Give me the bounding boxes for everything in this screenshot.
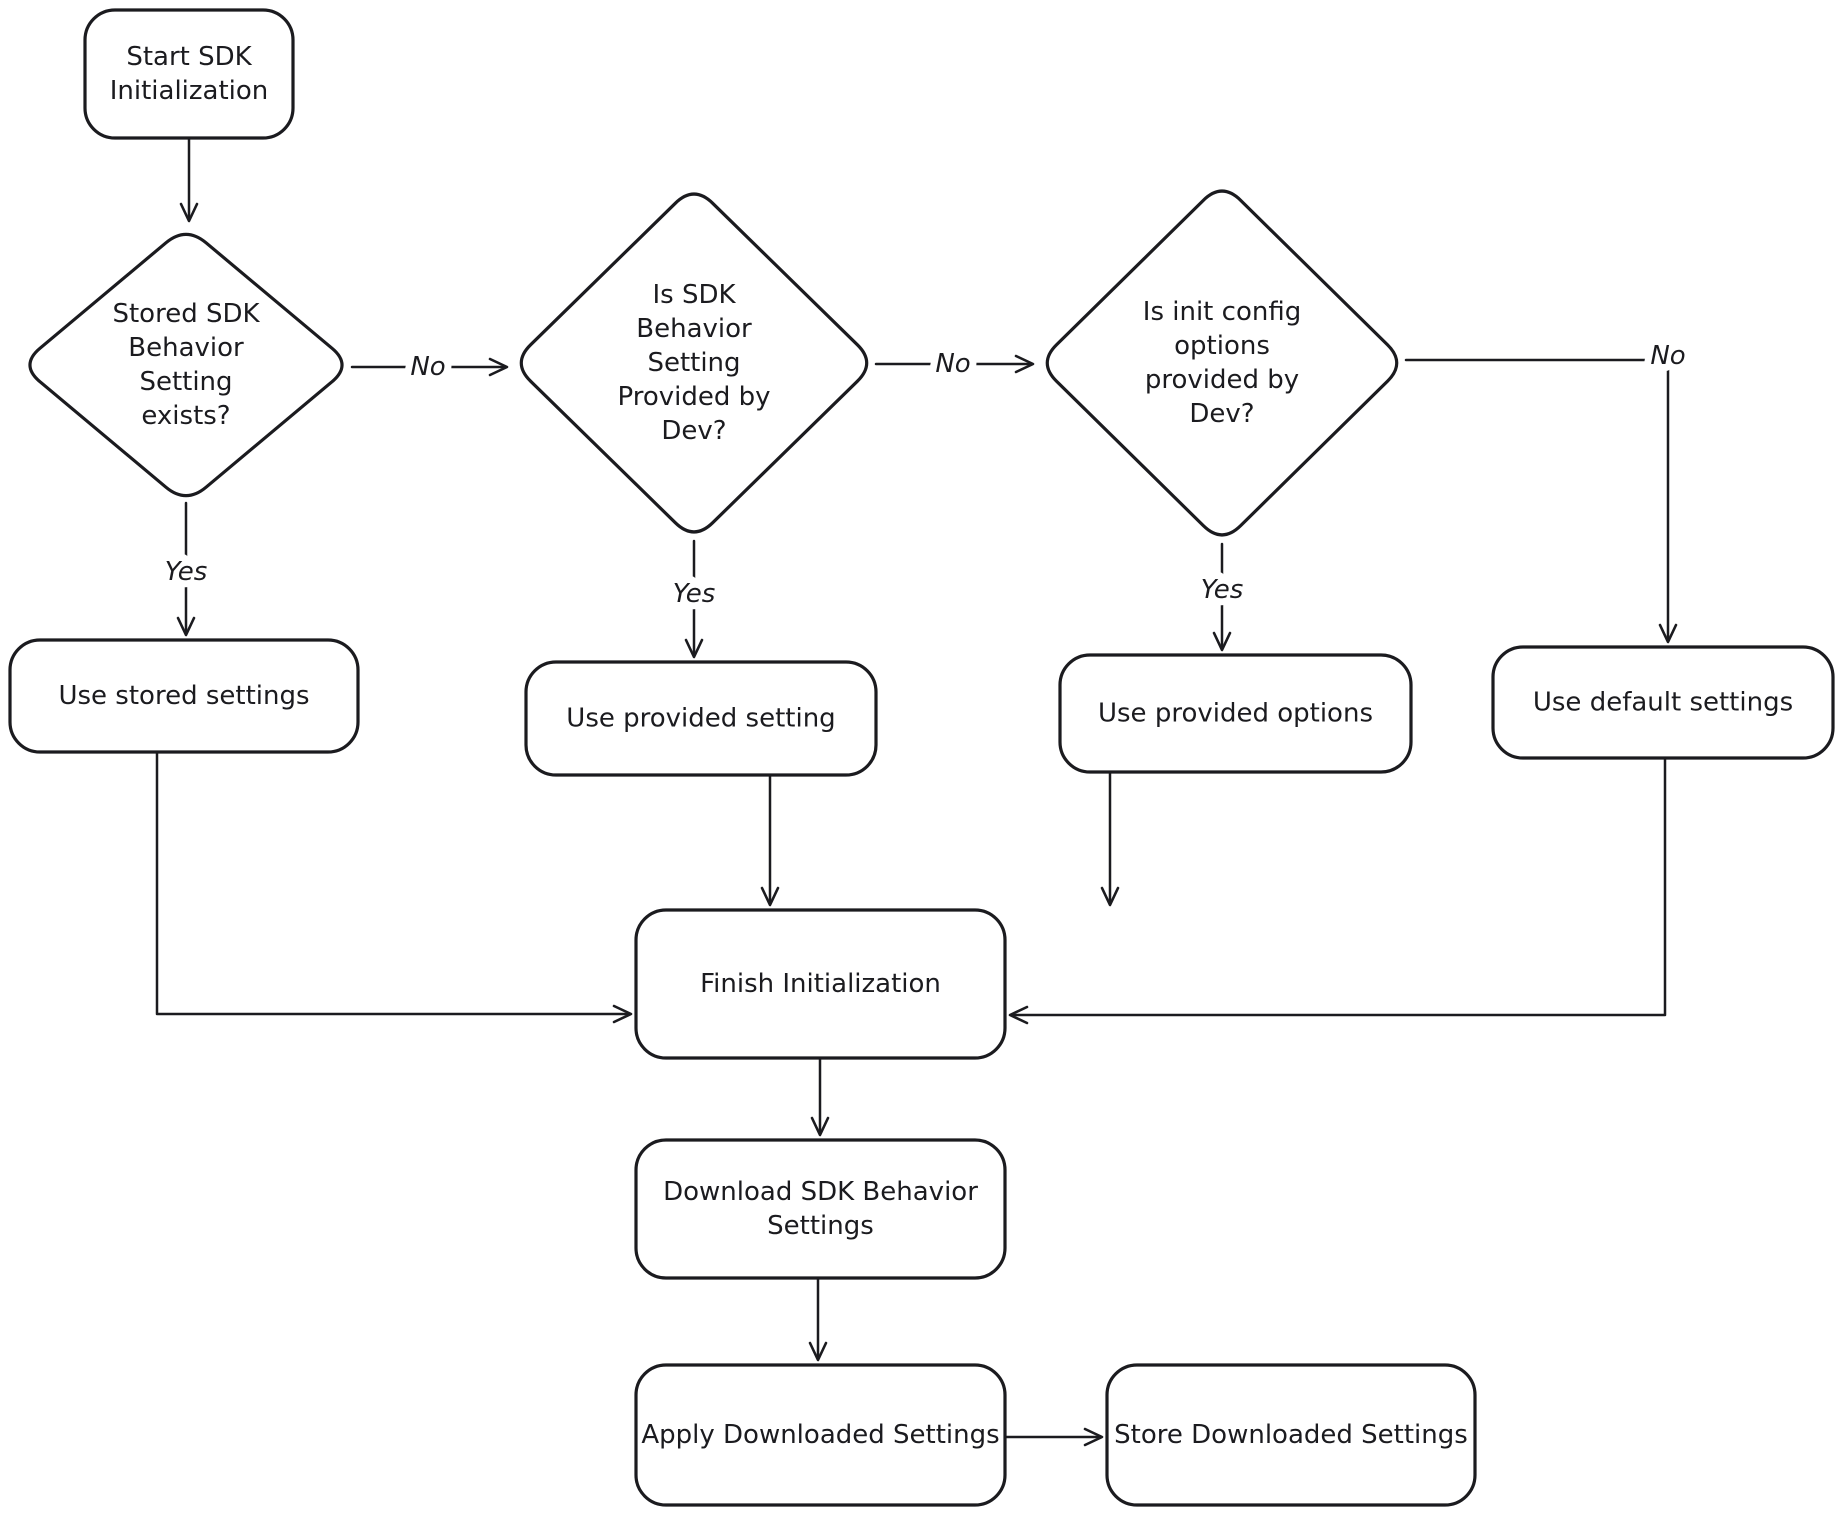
process-box [524, 660, 878, 777]
node-label: Finish Initialization [700, 969, 941, 999]
process-box [1105, 1363, 1477, 1507]
edge-label-d2-yes-setting: Yes [673, 579, 716, 609]
edge-stored-to-finish [155, 750, 633, 1024]
edge-default-to-finish [1008, 756, 1667, 1025]
node-use-stored: Use stored settings [8, 638, 360, 754]
edges-layer [155, 136, 1678, 1447]
process-box [634, 1138, 1007, 1280]
node-use-provided-setting: Use provided setting [524, 660, 878, 777]
process-box [1058, 653, 1413, 774]
node-store: Store Downloaded Settings [1105, 1363, 1477, 1507]
node-apply: Apply Downloaded Settings [634, 1363, 1007, 1507]
node-finish: Finish Initialization [634, 908, 1007, 1060]
edge-label-d3-yes-options: Yes [1201, 575, 1244, 605]
process-box [8, 638, 360, 754]
edge-d3-no-default [1404, 358, 1678, 644]
node-label: Use provided setting [566, 704, 835, 734]
process-box [634, 908, 1007, 1060]
node-label: Use stored settings [58, 681, 309, 711]
process-box [634, 1363, 1007, 1507]
edge-label-d1-no-d2: No [410, 352, 445, 382]
decision-diamond [519, 192, 869, 534]
node-label: Use default settings [1533, 688, 1793, 718]
decision-diamond [28, 232, 344, 498]
process-box [1491, 645, 1835, 760]
edge-label-d2-no-d3: No [935, 349, 970, 379]
edge-label-d1-yes-stored: Yes [165, 557, 208, 587]
node-label: Use provided options [1098, 699, 1373, 729]
node-use-provided-options: Use provided options [1058, 653, 1413, 774]
edge-label-d3-no-default: No [1650, 341, 1685, 371]
terminator-box [83, 8, 295, 140]
node-label: Apply Downloaded Settings [641, 1420, 999, 1450]
node-label: Store Downloaded Settings [1114, 1420, 1468, 1450]
decision-diamond [1045, 189, 1399, 537]
node-use-default: Use default settings [1491, 645, 1835, 760]
